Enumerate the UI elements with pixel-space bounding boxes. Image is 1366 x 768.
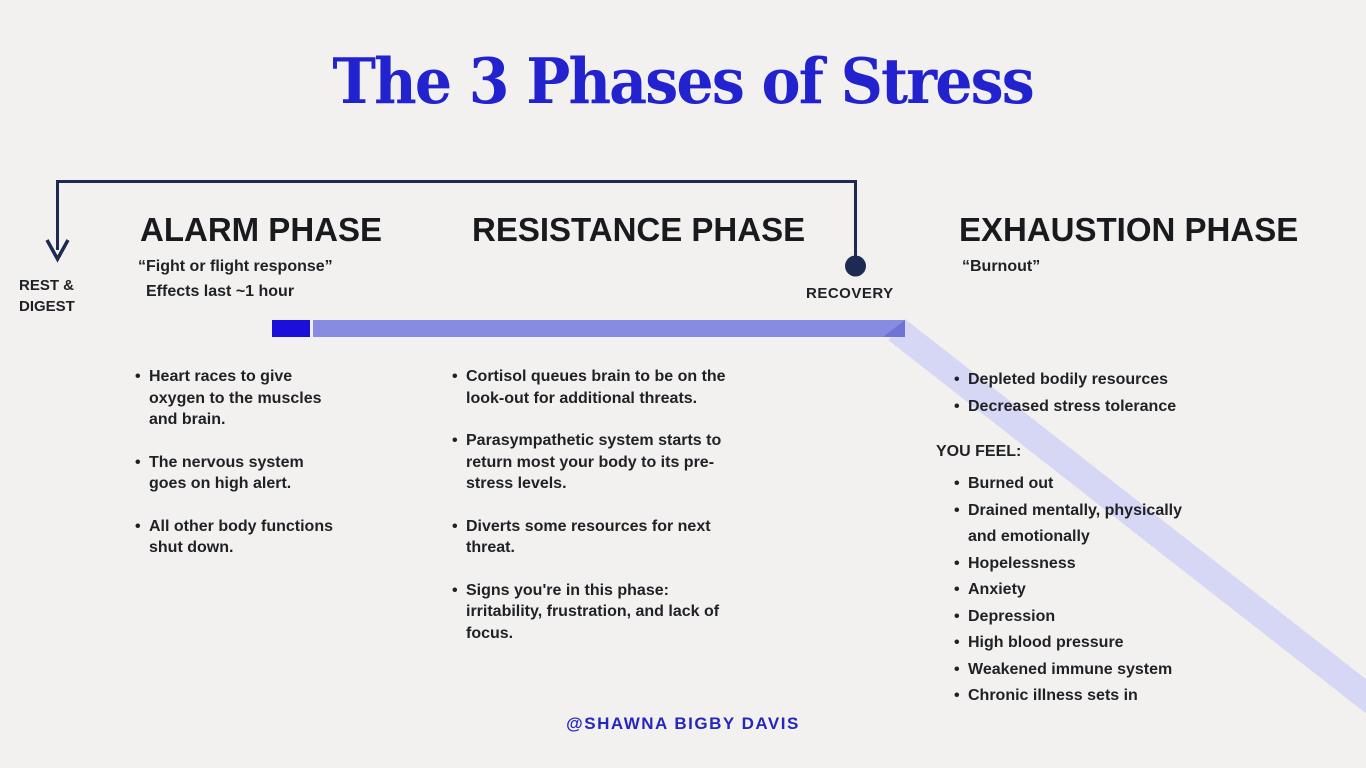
list-item-text: Drained mentally, physically and emotion… (968, 501, 1183, 546)
bullet-marker: • (135, 453, 141, 471)
bullet-marker: • (452, 368, 458, 385)
resistance-phase-heading: RESISTANCE PHASE (472, 211, 806, 248)
list-item-text: Depression (968, 607, 1056, 625)
bullet-marker: • (452, 581, 458, 599)
alarm-timeline-segment (272, 320, 310, 337)
alarm-bullet-list: • Heart races to give oxygen to the musc… (134, 366, 339, 580)
bullet-marker: • (954, 634, 960, 651)
you-feel-bullet-list: • Burned out • Drained mentally, physica… (953, 471, 1193, 710)
list-item: • Depression (953, 604, 1193, 631)
list-item-text: Anxiety (968, 581, 1026, 598)
alarm-subtitle-2: Effects last ~1 hour (146, 283, 295, 300)
bullet-marker: • (954, 397, 960, 415)
list-item-text: Heart races to give oxygen to the muscle… (149, 368, 322, 428)
list-item: • Heart races to give oxygen to the musc… (134, 366, 339, 431)
bullet-marker: • (452, 517, 458, 535)
list-item: • Decreased stress tolerance (953, 394, 1248, 421)
down-arrow-icon (45, 239, 70, 263)
bullet-marker: • (954, 581, 960, 598)
list-item: • Parasympathetic system starts to retur… (451, 430, 734, 495)
recovery-label: RECOVERY (806, 285, 894, 302)
author-credit: @SHAWNA BIGBY DAVIS (566, 714, 800, 733)
bullet-marker: • (954, 554, 960, 572)
list-item: • The nervous system goes on high alert. (134, 452, 339, 495)
list-item: • Weakened immune system (953, 657, 1193, 684)
list-item-text: Hopelessness (968, 554, 1076, 572)
list-item: • Cortisol queues brain to be on the loo… (451, 366, 734, 409)
page-title-text: The 3 Phases of Stress (332, 44, 1035, 118)
recovery-dot-icon (845, 255, 866, 277)
list-item: • Hopelessness (953, 551, 1193, 578)
list-item-text: Decreased stress tolerance (968, 397, 1177, 415)
bullet-marker: • (452, 432, 458, 449)
list-item: • Depleted bodily resources (953, 367, 1248, 394)
list-item-text: Chronic illness sets in (968, 687, 1138, 704)
list-item: • High blood pressure (953, 630, 1193, 657)
exhaustion-phase-heading: EXHAUSTION PHASE (959, 211, 1299, 248)
list-item-text: Depleted bodily resources (968, 371, 1169, 388)
list-item: • Diverts some resources for next threat… (451, 516, 734, 559)
rest-digest-label: REST & DIGEST (19, 275, 75, 317)
bullet-marker: • (954, 501, 960, 519)
bullet-marker: • (135, 517, 141, 535)
list-item: • All other body functions shut down. (134, 516, 339, 559)
list-item-text: The nervous system goes on high alert. (149, 453, 304, 493)
resistance-timeline-bar (313, 320, 905, 337)
list-item-text: High blood pressure (968, 634, 1124, 651)
alarm-phase-heading: ALARM PHASE (140, 211, 383, 248)
bullet-marker: • (135, 368, 141, 385)
page-title: The 3 Phases of Stress (0, 44, 1366, 118)
list-item: • Anxiety (953, 577, 1193, 604)
rest-digest-line2: DIGEST (19, 298, 75, 315)
alarm-subtitle-1: “Fight or flight response” (138, 258, 333, 275)
list-item-text: Weakened immune system (968, 660, 1173, 678)
list-item: • Chronic illness sets in (953, 683, 1193, 710)
bullet-marker: • (954, 660, 960, 678)
list-item: • Burned out (953, 471, 1193, 498)
exhaustion-subtitle: “Burnout” (962, 258, 1041, 275)
rest-digest-line1: REST & (19, 277, 75, 294)
list-item: • Drained mentally, physically and emoti… (953, 498, 1193, 551)
list-item-text: Burned out (968, 475, 1054, 492)
list-item-text: Cortisol queues brain to be on the look-… (466, 368, 726, 407)
bullet-marker: • (954, 687, 960, 704)
list-item-text: Parasympathetic system starts to return … (466, 432, 722, 492)
list-item-text: Diverts some resources for next threat. (466, 517, 711, 557)
resistance-bullet-list: • Cortisol queues brain to be on the loo… (451, 366, 734, 665)
list-item-text: Signs you're in this phase: irritability… (466, 581, 720, 642)
list-item-text: All other body functions shut down. (149, 517, 333, 557)
you-feel-label: YOU FEEL: (936, 443, 1022, 460)
bullet-marker: • (954, 607, 960, 625)
bullet-marker: • (954, 371, 960, 388)
bullet-marker: • (954, 475, 960, 492)
list-item: • Signs you're in this phase: irritabili… (451, 580, 734, 645)
exhaustion-bullet-list: • Depleted bodily resources • Decreased … (953, 367, 1248, 420)
